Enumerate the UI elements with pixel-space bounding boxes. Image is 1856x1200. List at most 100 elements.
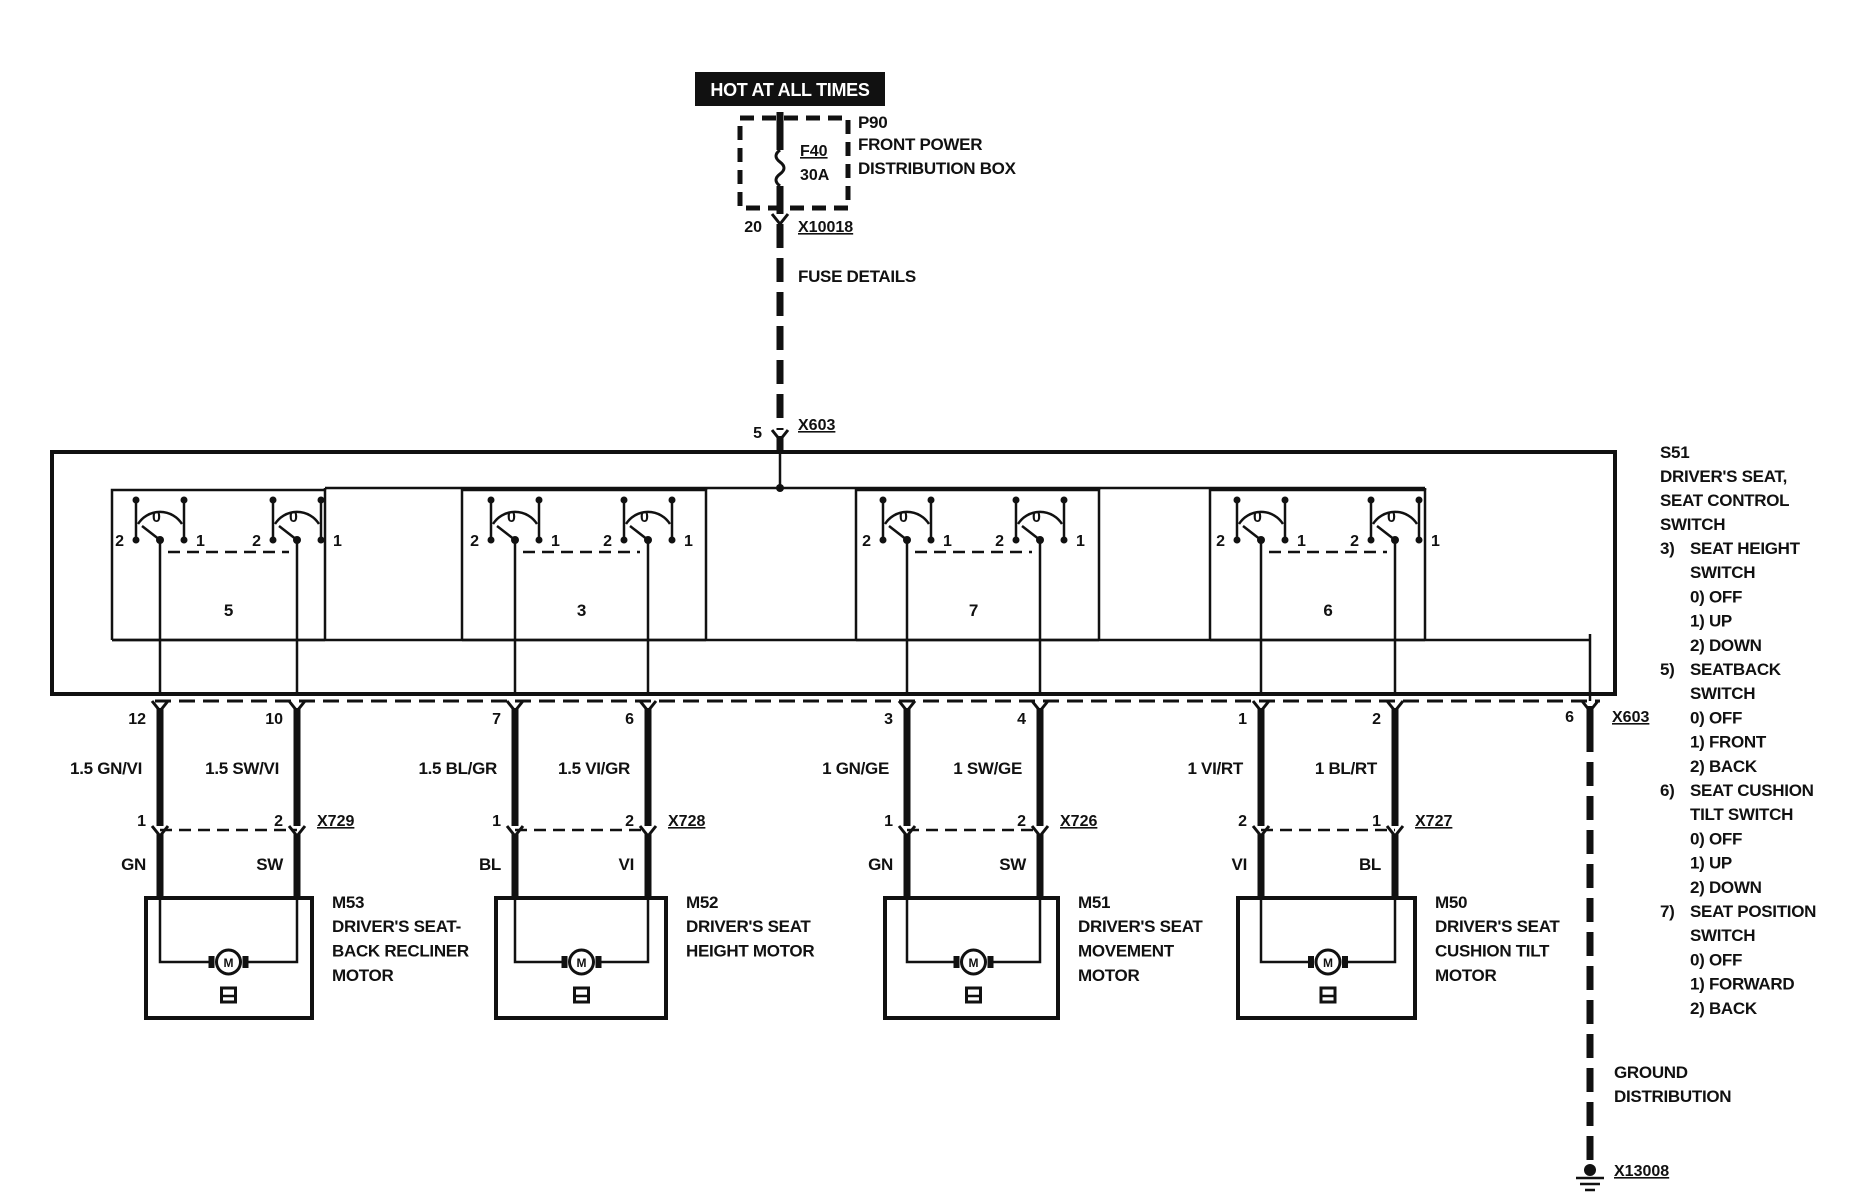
motor-id: M52 — [686, 893, 718, 912]
motor-icon: M — [224, 956, 234, 970]
wire-label-b: 1 BL/RT — [1315, 759, 1378, 778]
switch-pos-right: 1 — [333, 533, 342, 550]
legend-line: 0) OFF — [1690, 950, 1742, 969]
legend-line: SEAT POSITION — [1690, 902, 1816, 921]
switch-module-line-3: SWITCH — [1660, 515, 1725, 534]
wire-label-a: 1.5 BL/GR — [418, 759, 497, 778]
fuse-rating: 30A — [800, 167, 830, 184]
switch-number: 7 — [969, 601, 978, 620]
switch-pos-left: 2 — [862, 533, 871, 550]
motor-desc-line: MOTOR — [1435, 966, 1496, 985]
legend-line: TILT SWITCH — [1690, 805, 1793, 824]
motor-id: M53 — [332, 893, 364, 912]
switch-number: 3 — [577, 601, 586, 620]
wire-color-b: BL — [1359, 855, 1381, 874]
ground-label-1: GROUND — [1614, 1063, 1688, 1082]
ground-label-2: DISTRIBUTION — [1614, 1087, 1731, 1106]
legend-number: 6) — [1660, 781, 1675, 800]
switch-number: 5 — [224, 601, 233, 620]
fuse-box-name-1: FRONT POWER — [858, 135, 982, 154]
switch-module-label: S51 DRIVER'S SEAT, SEAT CONTROL SWITCH — [1660, 443, 1790, 534]
motor-icon: M — [577, 956, 587, 970]
switch-pos-center: 0 — [1253, 509, 1262, 526]
motor-icon: M — [1323, 956, 1333, 970]
hot-label: HOT AT ALL TIMES — [710, 80, 869, 100]
hot-at-all-times-banner: HOT AT ALL TIMES — [695, 72, 885, 106]
wire-color-a: BL — [479, 855, 501, 874]
module-pin-a: 3 — [884, 711, 893, 728]
module-pin-a: 7 — [492, 711, 501, 728]
motor-id: M50 — [1435, 893, 1467, 912]
legend-line: 2) DOWN — [1690, 636, 1762, 655]
switch-pos-right: 1 — [1431, 533, 1440, 550]
wire-color-b: VI — [619, 855, 634, 874]
motor-desc-line: DRIVER'S SEAT — [1078, 917, 1203, 936]
motor-connector-pin-b: 1 — [1372, 813, 1381, 830]
legend-line: 1) UP — [1690, 854, 1732, 873]
motor-connector-id: X728 — [668, 813, 705, 830]
legend-line: 0) OFF — [1690, 829, 1742, 848]
ground-pin: 6 — [1565, 709, 1574, 726]
switch-pos-right: 1 — [943, 533, 952, 550]
wire-label-b: 1 SW/GE — [953, 759, 1022, 778]
motor-connector-id: X729 — [317, 813, 354, 830]
fuse-box: F40 30A P90 FRONT POWER DISTRIBUTION BOX — [737, 112, 1017, 214]
motor-desc-line: MOTOR — [1078, 966, 1139, 985]
ground-path: 6 X603 GROUND DISTRIBUTION X13008 — [1565, 634, 1732, 1192]
legend-line: SWITCH — [1690, 926, 1755, 945]
ground-symbol — [1576, 1164, 1604, 1192]
motor-id: M51 — [1078, 893, 1110, 912]
motor-desc-line: DRIVER'S SEAT- — [332, 917, 461, 936]
fuse-connector: X10018 — [798, 219, 853, 236]
motor-connector-pin-b: 2 — [1017, 813, 1026, 830]
motor-connector-id: X727 — [1415, 813, 1452, 830]
fuse-details-label: FUSE DETAILS — [798, 267, 916, 286]
switch-pos-center: 0 — [289, 509, 298, 526]
legend-line: 2) DOWN — [1690, 878, 1762, 897]
switch-pos-left: 2 — [115, 533, 124, 550]
switch-module-line-1: DRIVER'S SEAT, — [1660, 467, 1787, 486]
switch-module-box — [50, 450, 1617, 696]
motor-connector-pin-a: 2 — [1238, 813, 1247, 830]
ground-end-connector: X13008 — [1614, 1163, 1669, 1180]
switch-pos-right: 1 — [196, 533, 205, 550]
switch-module-line-2: SEAT CONTROL — [1660, 491, 1789, 510]
motor-connector-pin-b: 2 — [274, 813, 283, 830]
module-pin-a: 1 — [1238, 711, 1247, 728]
legend-number: 5) — [1660, 660, 1675, 679]
motor-connector-pin-b: 2 — [625, 813, 634, 830]
module-pin-b: 2 — [1372, 711, 1381, 728]
motor-connector-pin-a: 1 — [884, 813, 893, 830]
legend-number: 3) — [1660, 539, 1675, 558]
wire-color-b: SW — [256, 855, 284, 874]
legend-line: SEATBACK — [1690, 660, 1782, 679]
fuse-pin: 20 — [744, 219, 762, 236]
legend-line: SWITCH — [1690, 684, 1755, 703]
switch-pos-center: 0 — [1387, 509, 1396, 526]
legend-line: SEAT CUSHION — [1690, 781, 1814, 800]
switch-pos-left: 2 — [1350, 533, 1359, 550]
wire-label-a: 1 GN/GE — [822, 759, 889, 778]
motor-m52: M — [494, 896, 668, 1020]
wire-color-a: VI — [1232, 855, 1247, 874]
motor-desc-line: DRIVER'S SEAT — [686, 917, 811, 936]
connector-x10018: 20 X10018 — [744, 213, 853, 236]
ground-connector: X603 — [1612, 709, 1649, 726]
switch-pos-left: 2 — [603, 533, 612, 550]
switch-pos-center: 0 — [1032, 509, 1041, 526]
switch-number: 6 — [1323, 601, 1332, 620]
switch-pos-center: 0 — [899, 509, 908, 526]
motor-m50: M — [1236, 896, 1417, 1020]
module-pin-a: 12 — [128, 711, 146, 728]
motor-desc-line: DRIVER'S SEAT — [1435, 917, 1560, 936]
fuse-id: F40 — [800, 143, 828, 160]
